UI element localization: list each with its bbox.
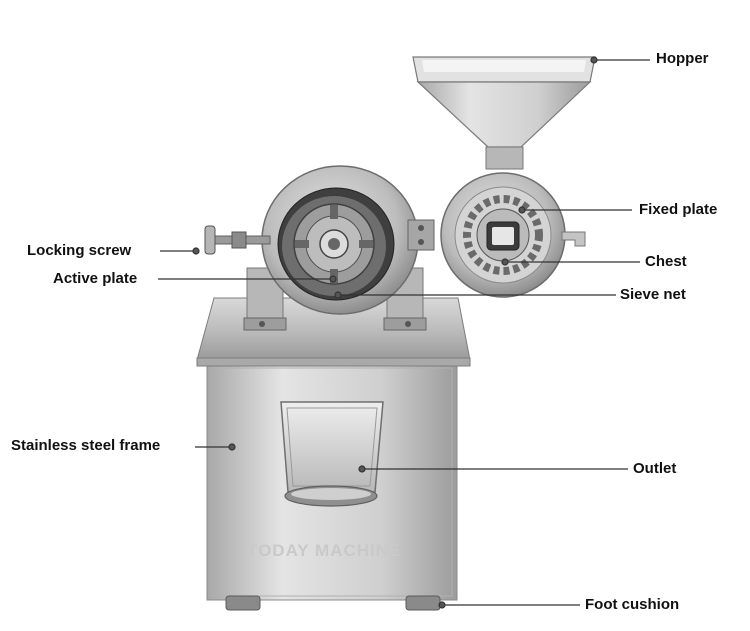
leader-lines [158, 56, 650, 609]
label-stainless-steel-frame: Stainless steel frame [11, 437, 161, 454]
label-outlet: Outlet [633, 460, 677, 477]
label-foot-cushion: Foot cushion [585, 596, 680, 613]
watermark: TODAY MACHINE [247, 541, 402, 560]
hinge [407, 219, 435, 251]
grinding-chamber [261, 165, 419, 315]
label-sieve-net: Sieve net [620, 286, 686, 303]
label-fixed-plate: Fixed plate [639, 201, 718, 218]
label-active-plate: Active plate [53, 270, 138, 287]
chamber-door [440, 172, 586, 298]
active-plate-disc [293, 203, 375, 285]
outlet [280, 401, 384, 507]
label-hopper: Hopper [656, 50, 709, 67]
label-locking-screw: Locking screw [27, 242, 132, 259]
foot-cushions [225, 595, 441, 611]
locking-screw [204, 225, 271, 255]
hopper [412, 56, 596, 170]
label-chest: Chest [645, 253, 687, 270]
